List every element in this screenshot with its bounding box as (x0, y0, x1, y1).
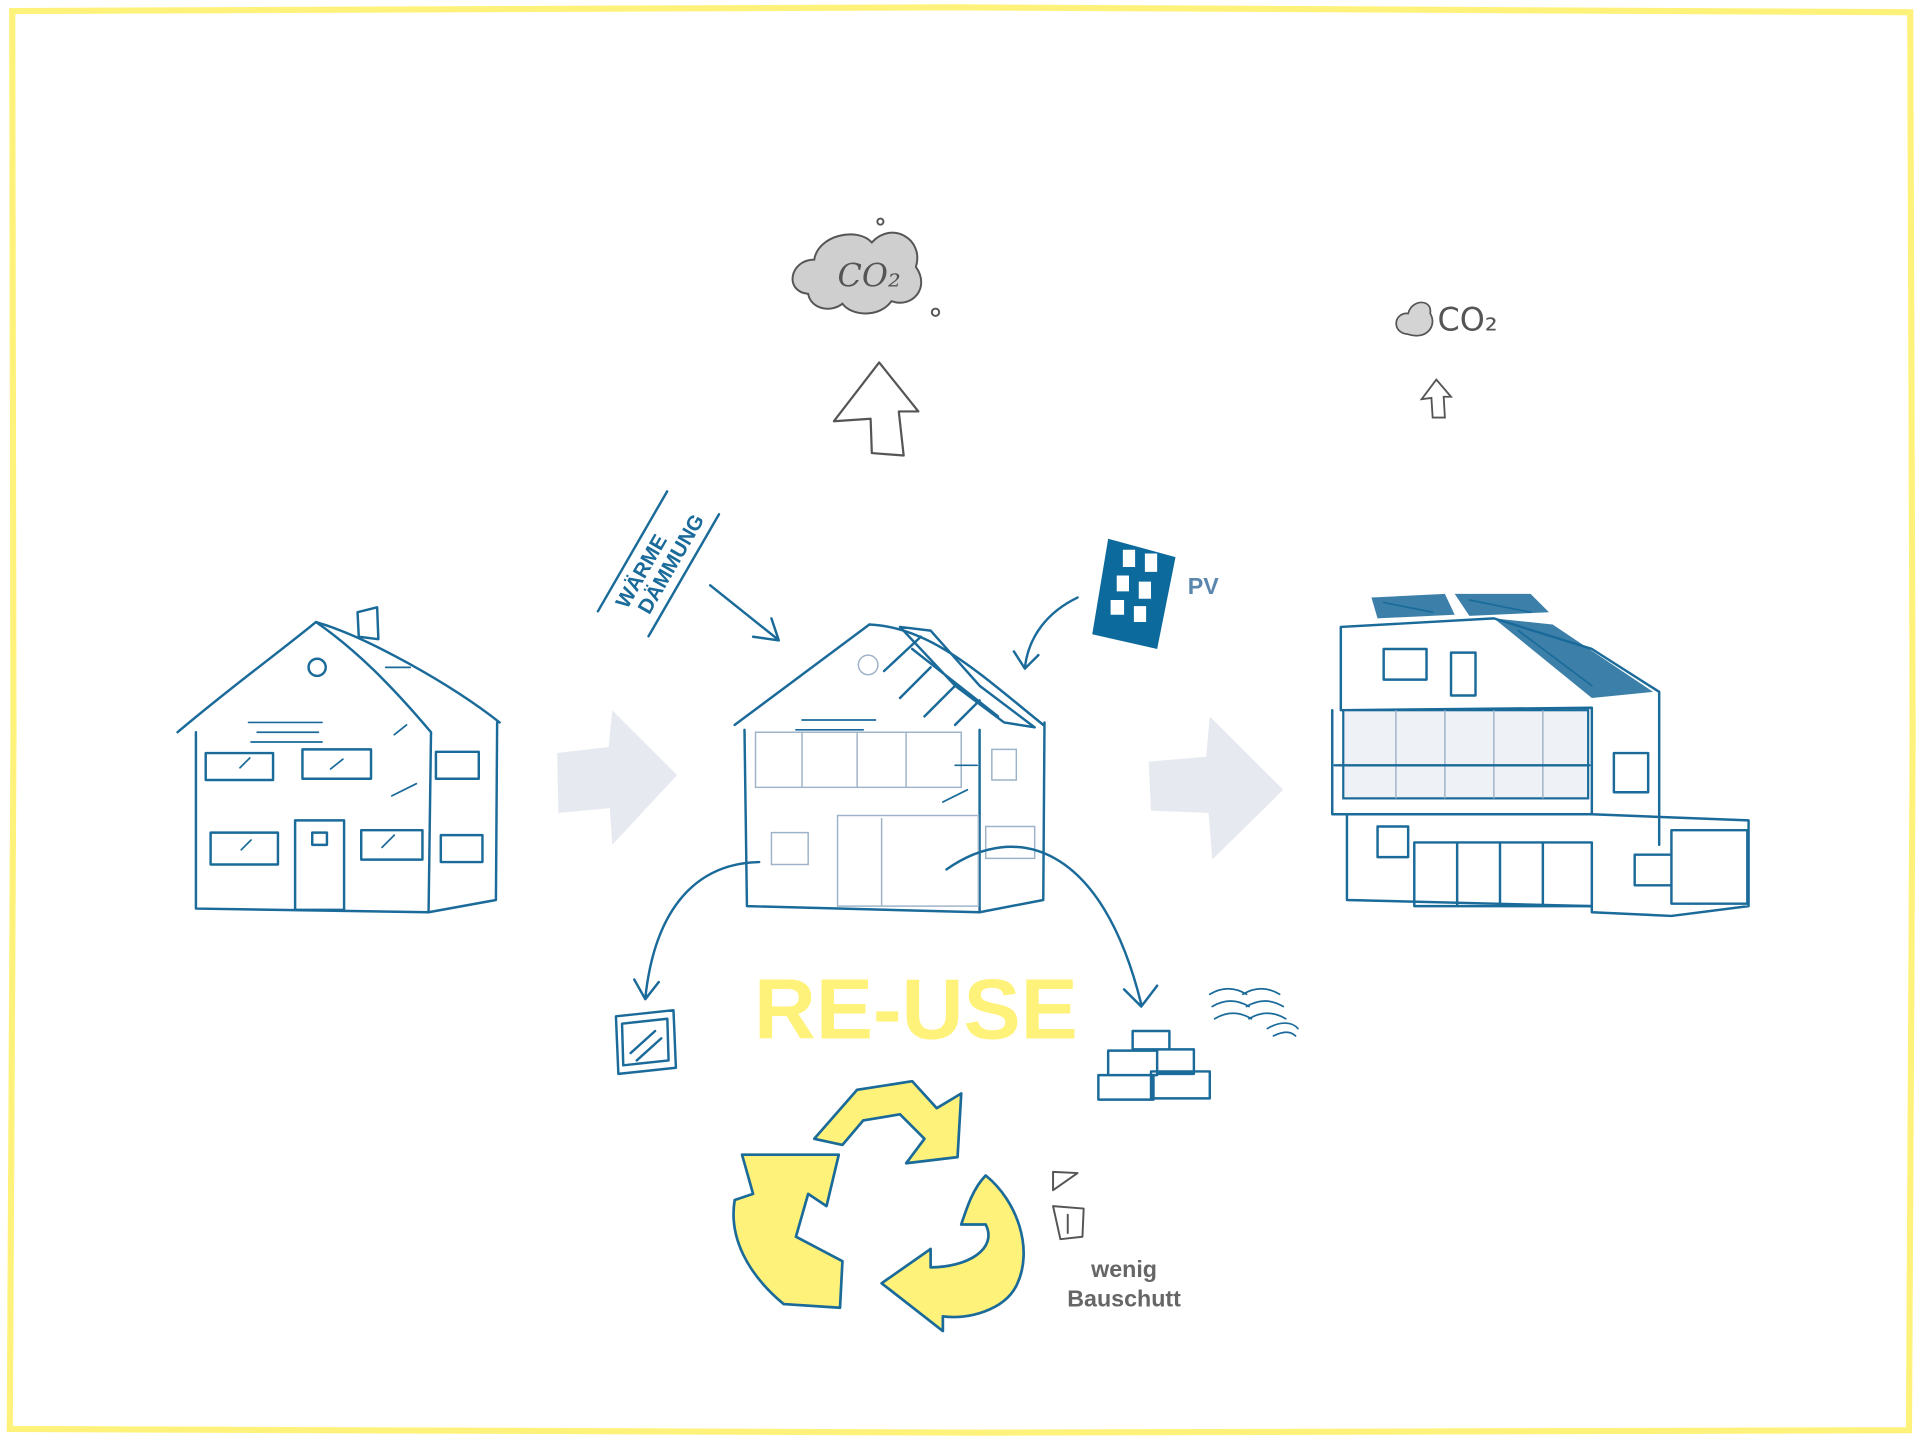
co2-small-label: CO₂ (1438, 301, 1498, 339)
pv-arrow-icon (1012, 596, 1079, 670)
flow-arrow-1-icon (557, 710, 678, 845)
sketch-border (6, 4, 1916, 1436)
reuse-arrow-right-icon (945, 845, 1159, 1008)
pv-panel-icon (1092, 538, 1176, 649)
reused-window-icon (614, 1008, 678, 1076)
reuse-title: RE-USE (754, 961, 1078, 1057)
trash-can-icon (1052, 1170, 1085, 1241)
insulation-arrow-icon (708, 584, 780, 642)
co2-cloud-large-icon: CO₂ (791, 217, 941, 317)
old-house-sketch (176, 606, 501, 914)
arrow-up-small-icon (1419, 378, 1454, 419)
insulation-label: WÄRME DÄMMUNG (596, 490, 721, 638)
recycle-icon (732, 1079, 1025, 1333)
renovating-house-sketch (733, 623, 1046, 914)
co2-large-label: CO₂ (838, 257, 901, 295)
rubble-label-line2: Bauschutt (1067, 1286, 1181, 1312)
reuse-arrow-left-icon (633, 860, 761, 1001)
pv-label: PV (1188, 573, 1220, 599)
renovated-house-sketch (1331, 593, 1750, 918)
flow-arrow-2-icon (1148, 716, 1284, 860)
rubble-label-line1: wenig (1090, 1256, 1157, 1282)
co2-cloud-small-icon: CO₂ (1395, 301, 1498, 339)
arrow-up-large-icon (832, 361, 920, 457)
reused-bricks-icon (1097, 987, 1299, 1101)
